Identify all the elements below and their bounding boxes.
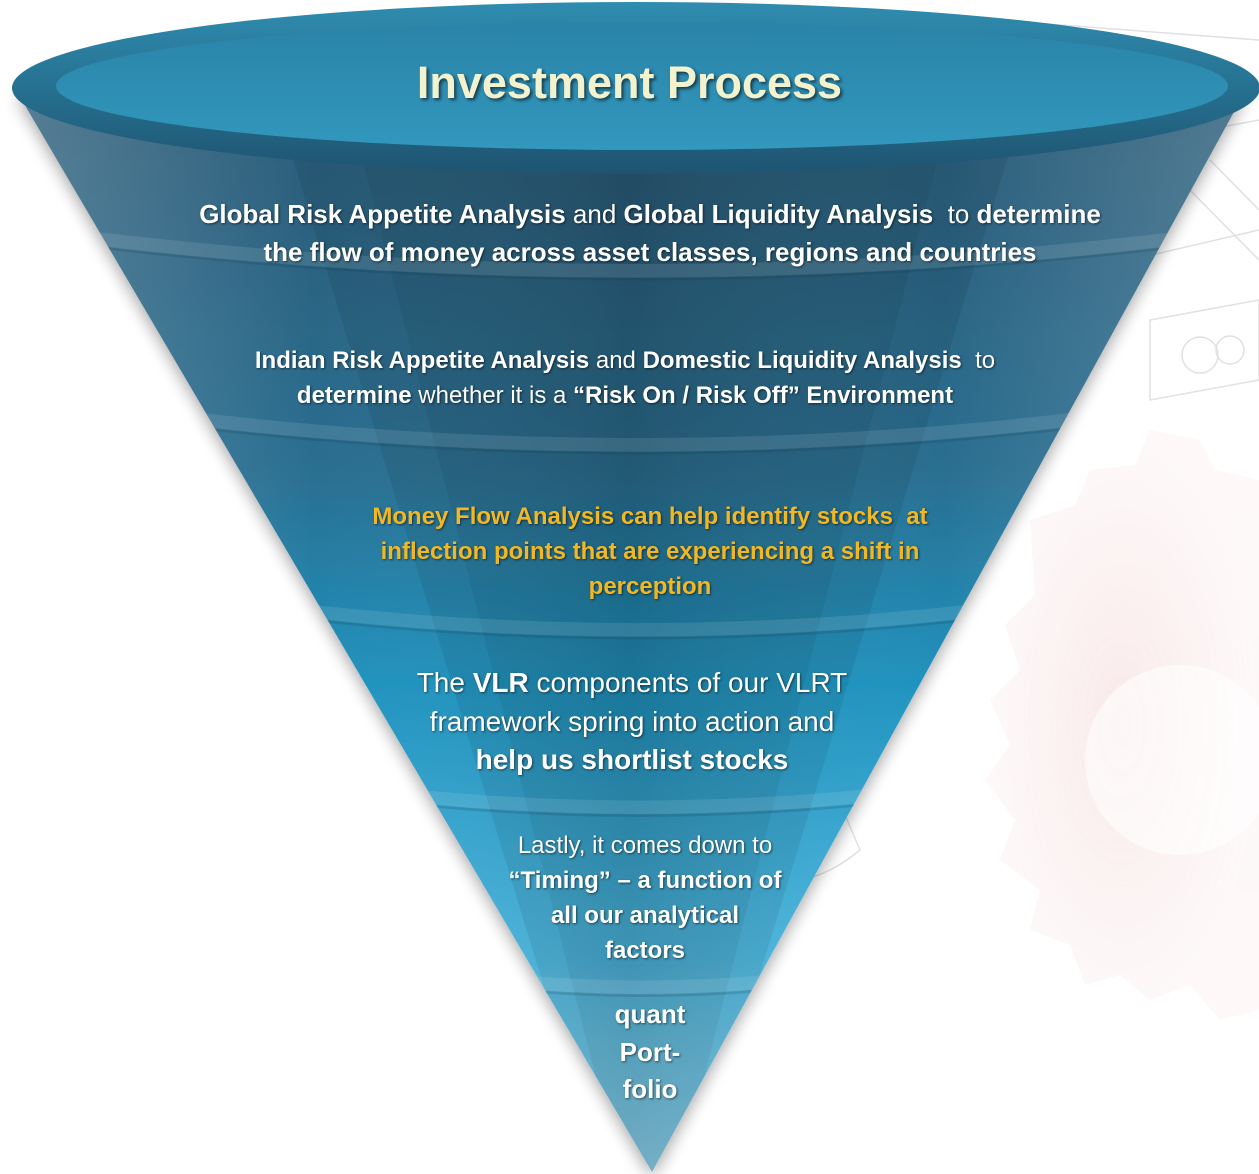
funnel-rim-inner [56,22,1228,150]
stage-line: Global Risk Appetite Analysis and Global… [130,196,1170,234]
text: to [933,199,977,229]
text: to [961,347,996,374]
stage-global-analysis: Global Risk Appetite Analysis and Global… [130,196,1170,271]
bold-text: Money Flow Analysis can help identify st… [372,503,928,530]
diagram-title: Investment Process [416,57,843,108]
bold-text: “Timing” – a function of [508,867,782,895]
stage-line: Indian Risk Appetite Analysis and Domest… [190,344,1060,379]
text: Lastly, it comes down to [517,832,773,859]
text: whether it is a [411,381,574,409]
bold-text: Global Risk Appetite Analysis [199,199,566,229]
bold-text: Port- [619,1036,681,1067]
bold-text: “Risk On / Risk Off” Environment [573,381,954,409]
bold-text: quant [614,999,686,1029]
stage-line: perception [330,570,970,605]
bold-text: Domestic Liquidity Analysis [642,347,962,374]
stage-line: determine whether it is a “Risk On / Ris… [190,379,1060,414]
bold-text: VLR [472,667,529,698]
stage-line: all our analytical [470,898,820,933]
stage-money-flow: Money Flow Analysis can help identify st… [330,500,970,604]
bold-text: perception [588,572,712,600]
text: and [589,347,643,374]
text: framework spring into action and [429,705,835,737]
stage-line: The VLR components of our VLRT [392,664,872,703]
stage-line: help us shortlist stocks [392,741,872,780]
stage-line: “Timing” – a function of [470,863,820,898]
text: components of our VLRT [528,667,848,698]
stage-timing: Lastly, it comes down to “Timing” – a fun… [470,828,820,968]
text: The [416,667,473,698]
stage-line: inflection points that are experiencing … [330,535,970,570]
stage-line: Money Flow Analysis can help identify st… [330,500,970,535]
stage-line: the flow of money across asset classes, … [130,234,1170,272]
bold-text: help us shortlist stocks [475,744,789,776]
bold-text: determine [976,199,1101,229]
text: and [565,199,624,229]
gear-icon [985,430,1259,1020]
stage-indian-analysis: Indian Risk Appetite Analysis and Domest… [190,344,1060,414]
bold-text: the flow of money across asset classes, … [263,236,1037,267]
stage-line: framework spring into action and [392,703,872,742]
bold-text: inflection points that are experiencing … [380,537,920,565]
stage-line: factors [470,933,820,968]
stage-line: folio [580,1071,720,1109]
bold-text: factors [604,937,686,965]
bold-text: folio [622,1074,678,1105]
bold-text: determine [296,381,412,409]
stage-line: quant [580,996,720,1034]
stage-line: Port- [580,1034,720,1072]
stage-line: Lastly, it comes down to [470,828,820,863]
bold-text: all our analytical [550,902,740,930]
bold-text: Indian Risk Appetite Analysis [254,347,590,374]
bold-text: Global Liquidity Analysis [623,199,934,229]
